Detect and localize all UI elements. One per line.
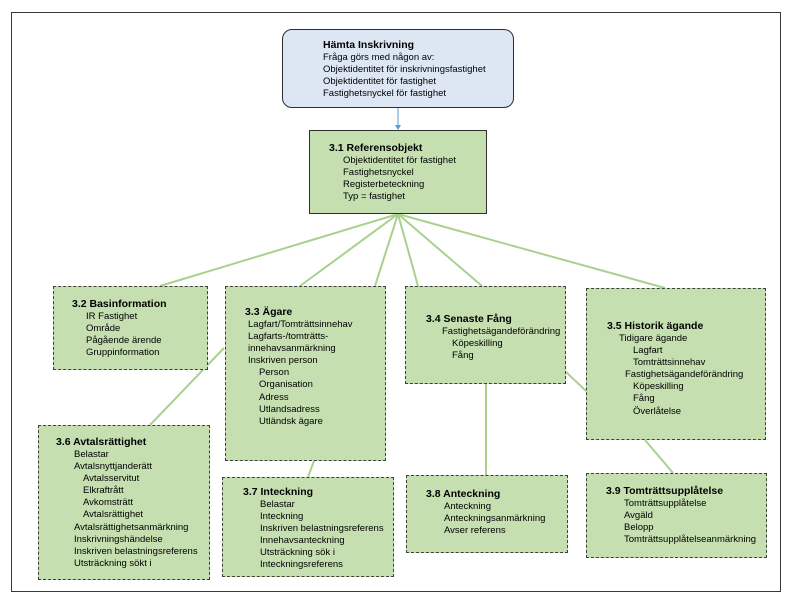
box-line: Person <box>259 367 290 379</box>
box-line: Lagfart <box>633 345 663 357</box>
box-basinformation: 3.2 Basinformation IR Fastighet Område P… <box>53 286 208 370</box>
box-line: Anteckningsanmärkning <box>444 513 546 525</box>
box-line: innehavsanmärkning <box>248 343 336 355</box>
box-line: Utlandsadress <box>259 403 320 415</box>
box-line: Adress <box>259 391 289 403</box>
box-line: Avtalsrättighetsanmärkning <box>74 521 189 533</box>
box-line: Avtalsnyttjanderätt <box>74 461 152 473</box>
box-line: IR Fastighet <box>86 311 138 322</box>
box-title: 3.5 Historik ägande <box>607 320 704 332</box>
box-title: 3.4 Senaste Fång <box>426 313 512 325</box>
box-title: Hämta Inskrivning <box>323 39 415 51</box>
box-line: Avtalsrättighet <box>83 509 144 521</box>
box-line: Typ = fastighet <box>343 191 406 203</box>
box-line: Inskriven person <box>248 355 318 367</box>
box-anteckning: 3.8 Anteckning Anteckning Anteckningsanm… <box>406 475 568 553</box>
box-senaste-fang: 3.4 Senaste Fång Fastighetsägandeförändr… <box>405 286 566 384</box>
box-line: Fång <box>452 350 474 362</box>
box-line: Objektidentitet för inskrivningsfastighe… <box>323 64 486 76</box>
connector-senaste-fang <box>397 213 419 287</box>
box-line: Belopp <box>624 522 654 534</box>
box-line: Anteckning <box>444 501 492 512</box>
box-tomtrattsupplatelse: 3.9 Tomträttsupplåtelse Tomträttsupplåte… <box>586 473 767 558</box>
box-line: Fastighetsnyckel <box>343 167 414 179</box>
box-line: Pågående ärende <box>86 335 162 347</box>
box-historik: 3.5 Historik ägande Tidigare ägande Lagf… <box>586 288 766 440</box>
box-line: Objektidentitet för fastighet <box>343 155 457 166</box>
box-inteckning: 3.7 Inteckning Belastar Inteckning Inskr… <box>222 477 394 577</box>
box-line: Fastighetsnyckel för fastighet <box>323 88 447 100</box>
box-line: Fastighetsägandeförändring <box>625 369 744 381</box>
box-line: Fråga görs med någon av: <box>323 52 435 63</box>
connector-inteckning <box>307 460 315 478</box>
box-line: Lagfarts-/tomträtts- <box>248 331 329 343</box>
box-line: Område <box>86 323 121 335</box>
connector-historik <box>397 213 666 289</box>
box-referensobjekt: 3.1 Referensobjekt Objektidentitet för f… <box>309 130 487 214</box>
box-line: Fastighetsägandeförändring <box>442 326 561 337</box>
connector-avtalsrattighet <box>149 347 225 426</box>
box-line: Utsträckning sökt i <box>74 557 152 569</box>
box-line: Tomträttsinnehav <box>633 357 706 369</box>
box-line: Inteckning <box>260 511 304 523</box>
connector-senaste-historik <box>565 371 587 392</box>
box-line: Avtalsservitut <box>83 473 140 485</box>
box-line: Utsträckning sök i <box>260 547 335 559</box>
box-line: Inskriven belastningsreferens <box>74 545 198 557</box>
box-line: Avgäld <box>624 510 653 522</box>
box-line: Innehavsanteckning <box>260 535 345 547</box>
connector-agare-2 <box>374 213 399 287</box>
box-line: Objektidentitet för fastighet <box>323 76 437 88</box>
box-line: Inskrivningshändelse <box>74 533 163 545</box>
box-line: Belastar <box>74 449 109 460</box>
diagram-frame <box>11 12 781 592</box>
box-title: 3.8 Anteckning <box>426 488 501 500</box>
box-line: Tomträttsupplåtelse <box>624 498 707 509</box>
box-avtalsrattighet: 3.6 Avtalsrättighet Belastar Avtalsnyttj… <box>38 425 210 580</box>
connector-senaste-fang-2 <box>397 213 483 287</box>
box-title: 3.9 Tomträttsupplåtelse <box>606 485 724 497</box>
box-line: Tomträttsupplåtelseanmärkning <box>624 534 757 546</box>
box-title: 3.3 Ägare <box>245 306 293 318</box>
box-line: Avkomsträtt <box>83 497 133 509</box>
arrow-head <box>395 125 401 130</box>
box-line: Inskriven belastningsreferens <box>260 523 384 535</box>
box-agare: 3.3 Ägare Lagfart/Tomträttsinnehav Lagfa… <box>225 286 386 461</box>
box-line: Avser referens <box>444 525 506 537</box>
box-line: Köpeskilling <box>452 338 503 350</box>
box-line: Överlåtelse <box>633 405 682 417</box>
box-line: Fång <box>633 393 655 405</box>
box-line: Registerbeteckning <box>343 179 425 191</box>
connector-tomtratt <box>644 439 674 474</box>
box-line: Utländsk ägare <box>259 415 323 427</box>
box-line: Köpeskilling <box>633 381 684 393</box>
box-title: 3.1 Referensobjekt <box>329 142 423 154</box>
connector-basinformation <box>159 213 399 287</box>
box-title: 3.2 Basinformation <box>72 298 167 310</box>
box-title: 3.7 Inteckning <box>243 486 314 498</box>
box-hamta-inskrivning: Hämta Inskrivning Fråga görs med någon a… <box>282 29 514 108</box>
box-line: Gruppinformation <box>86 347 160 359</box>
box-line: Belastar <box>260 499 295 510</box>
box-line: Lagfart/Tomträttsinnehav <box>248 319 353 330</box>
connector-agare <box>299 213 399 287</box>
box-line: Elkraftrått <box>83 485 124 497</box>
box-line: Inteckningsreferens <box>260 559 343 571</box>
box-line: Organisation <box>259 379 313 391</box>
box-line: Tidigare ägande <box>619 333 688 344</box>
box-title: 3.6 Avtalsrättighet <box>56 436 147 448</box>
